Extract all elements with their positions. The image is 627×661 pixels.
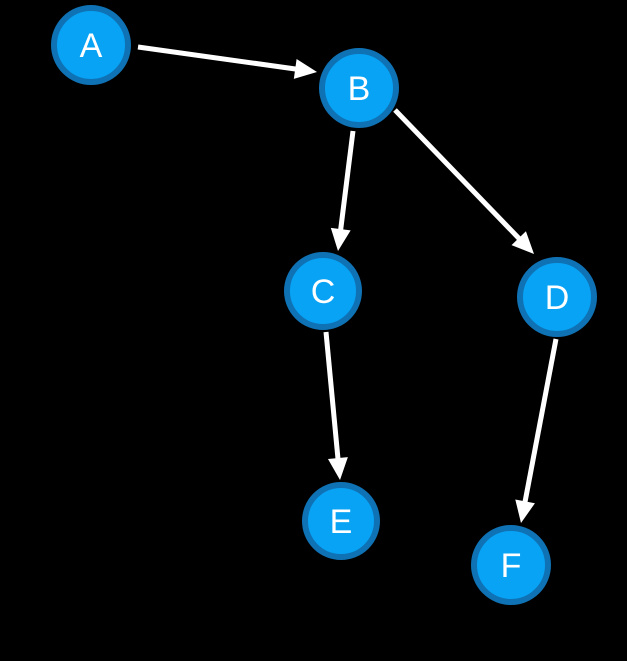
edge-d-to-f (515, 338, 559, 523)
edge-shaft (137, 44, 298, 72)
arrowhead-icon (327, 457, 348, 480)
edge-b-to-c (330, 130, 356, 251)
node-circle[interactable] (284, 252, 362, 330)
arrowhead-icon (293, 59, 317, 79)
arrowhead-icon (330, 227, 351, 251)
node-b[interactable]: B (319, 48, 399, 128)
edge-shaft (522, 338, 559, 504)
node-label: B (348, 70, 371, 108)
node-circle[interactable] (471, 525, 551, 605)
node-label: C (311, 273, 336, 311)
arrowhead-icon (511, 231, 534, 254)
node-label: A (80, 27, 103, 65)
node-circle[interactable] (302, 482, 380, 560)
node-circle[interactable] (51, 5, 131, 85)
node-label: E (330, 503, 353, 541)
node-e[interactable]: E (302, 482, 380, 560)
edge-shaft (393, 108, 522, 242)
node-c[interactable]: C (284, 252, 362, 330)
edge-shaft (323, 331, 341, 461)
node-circle[interactable] (319, 48, 399, 128)
node-circle[interactable] (517, 257, 597, 337)
edge-a-to-b (137, 44, 317, 79)
node-d[interactable]: D (517, 257, 597, 337)
node-a[interactable]: A (51, 5, 131, 85)
node-label: D (545, 279, 570, 317)
nodes-group: A B C D E F (51, 5, 597, 605)
node-f[interactable]: F (471, 525, 551, 605)
edges-group (137, 44, 559, 523)
edge-b-to-d (393, 108, 534, 254)
arrowhead-icon (515, 499, 535, 523)
edge-c-to-e (323, 331, 348, 480)
edge-shaft (337, 130, 356, 232)
node-label: F (501, 547, 522, 585)
